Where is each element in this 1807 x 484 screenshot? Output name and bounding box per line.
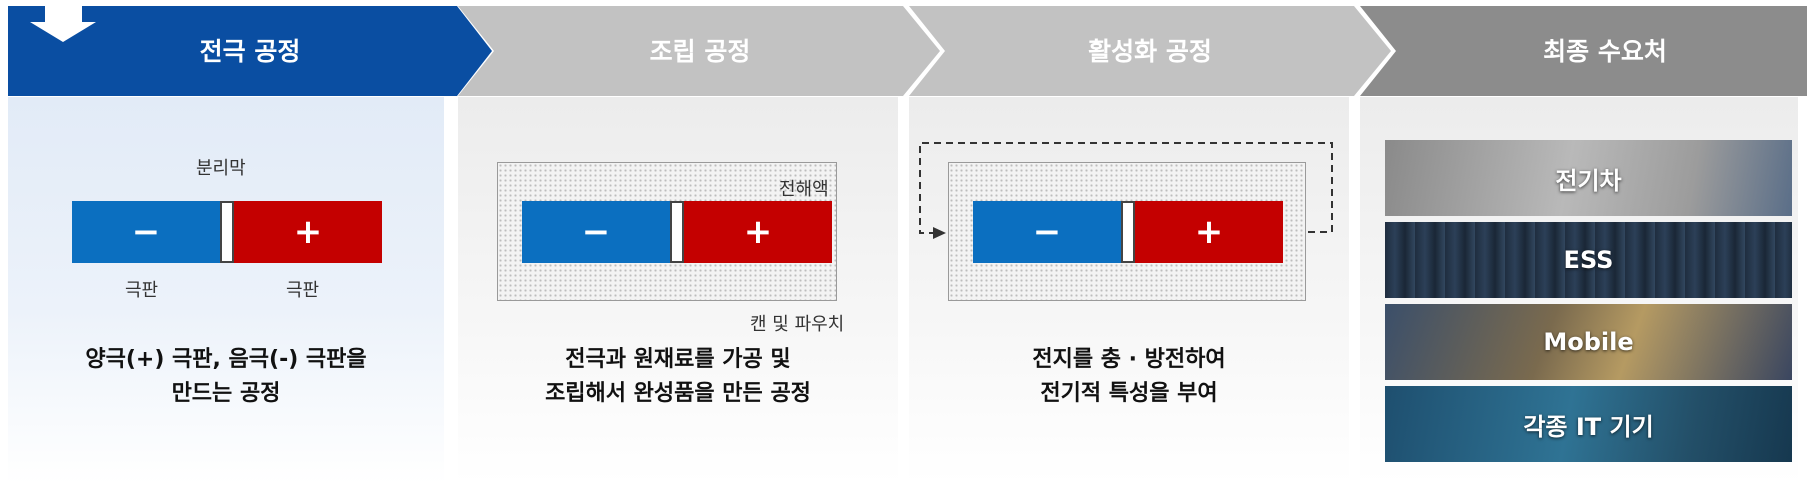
- negative-electrode: −: [522, 201, 670, 263]
- electrode-description: 양극(+) 극판, 음극(-) 극판을 만드는 공정: [8, 343, 444, 411]
- positive-electrode: +: [684, 201, 832, 263]
- demand-item-electric-vehicle: 전기차: [1385, 140, 1792, 216]
- activation-description-line-1: 전지를 충 · 방전하여: [1032, 347, 1226, 372]
- positive-electrode: +: [234, 201, 382, 263]
- separator-label: 분리막: [196, 158, 246, 179]
- positive-electrode: +: [1135, 201, 1283, 263]
- electrode-description-line-2: 만드는 공정: [171, 381, 281, 406]
- assembly-battery: − +: [522, 201, 832, 263]
- negative-electrode: −: [973, 201, 1121, 263]
- demand-item-label: ESS: [1563, 246, 1614, 274]
- step-chevron-final-demand: [1360, 6, 1807, 96]
- demand-item-label: 각종 IT 기기: [1523, 412, 1654, 441]
- electrode-battery: − +: [72, 201, 382, 263]
- activation-description-line-2: 전기적 특성을 부여: [1040, 381, 1218, 406]
- current-step-arrow-icon: [30, 0, 96, 42]
- demand-item-ess: ESS: [1385, 222, 1792, 298]
- assembly-description-line-1: 전극과 원재료를 가공 및: [565, 347, 791, 372]
- electrode-description-line-1: 양극(+) 극판, 음극(-) 극판을: [85, 347, 367, 372]
- assembly-description-line-2: 조립해서 완성품을 만든 공정: [545, 381, 811, 406]
- charge-cycle-line: [919, 142, 1333, 234]
- negative-plate-label: 극판: [125, 280, 159, 301]
- demand-item-label: 전기차: [1555, 166, 1622, 195]
- separator-membrane: [220, 201, 234, 263]
- negative-electrode: −: [72, 201, 220, 263]
- electrolyte-label: 전해액: [779, 179, 829, 200]
- step-title-electrode: 전극 공정: [199, 37, 301, 66]
- demand-item-label: Mobile: [1543, 328, 1634, 356]
- step-title-final-demand: 최종 수요처: [1543, 37, 1667, 66]
- charge-cycle-arrowhead-icon: [933, 227, 946, 239]
- step-title-assembly: 조립 공정: [649, 37, 751, 66]
- activation-battery: − +: [973, 201, 1283, 263]
- step-chevron-activation: [909, 6, 1391, 96]
- assembly-description: 전극과 원재료를 가공 및 조립해서 완성품을 만든 공정: [458, 343, 898, 411]
- positive-plate-label: 극판: [286, 280, 320, 301]
- demand-item-it-devices: 각종 IT 기기: [1385, 386, 1792, 462]
- step-chevron-electrode: [8, 6, 492, 96]
- separator-membrane: [1121, 201, 1135, 263]
- process-header: [8, 0, 1807, 96]
- step-chevron-assembly: [458, 6, 940, 96]
- case-label: 캔 및 파우치: [750, 314, 845, 335]
- electrode-process-panel: [8, 97, 444, 484]
- separator-membrane: [670, 201, 684, 263]
- step-title-activation: 활성화 공정: [1088, 37, 1212, 66]
- demand-item-mobile: Mobile: [1385, 304, 1792, 380]
- activation-description: 전지를 충 · 방전하여 전기적 특성을 부여: [909, 343, 1349, 411]
